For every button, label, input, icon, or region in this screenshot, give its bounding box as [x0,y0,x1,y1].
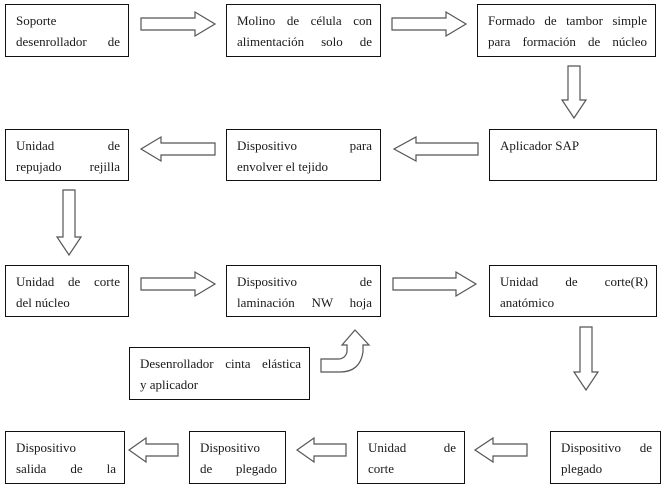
node-corte-anatomico: Unidad de corte(R) anatómico [489,265,657,317]
arrow-left-icon [127,436,179,464]
node-line: Unidad de [368,440,456,455]
arrow-curved-up-icon [320,329,371,373]
node-envolver-tejido: Dispositivo para envolver el tejido [226,129,381,181]
node-cinta-elastica: Desenrollador cinta elástica y aplicador [129,347,310,400]
node-line: Dispositivo [16,440,76,455]
node-line: Unidad de corte(R) [500,274,648,289]
node-line: Dispositivo para [237,138,372,153]
node-unidad-corte: Unidad de corte [357,431,465,484]
node-line: plegado [561,461,603,476]
arrow-left-icon [473,436,528,464]
arrow-right-icon [391,10,468,38]
node-line: Unidad de [16,138,120,153]
node-line: salida de la [16,461,116,476]
arrow-left-icon [392,135,479,163]
node-line: Aplicador SAP [500,138,580,153]
arrow-right-icon [140,270,217,298]
node-soporte-desenrollador: Soporte desenrollador de [5,4,129,57]
node-line: anatómico [500,295,555,310]
node-line: del núcleo [16,295,70,310]
arrow-down-icon [560,65,588,120]
node-laminacion-nw: Dispositivo de laminación NW hoja [226,265,381,317]
node-line: y aplicador [140,377,199,392]
node-aplicador-sap: Aplicador SAP [489,129,657,181]
node-line: Desenrollador cinta elástica [140,356,301,371]
arrow-left-icon [295,436,347,464]
node-line: Molino de célula con [237,13,372,28]
node-line: Dispositivo de [237,274,372,289]
node-salida: Dispositivo salida de la [5,431,125,484]
node-line: Soporte [16,13,57,28]
node-line: de plegado [200,461,277,476]
node-line: alimentación solo de [237,34,372,49]
arrow-down-icon [55,189,83,257]
node-line: corte [368,461,394,476]
node-line: Dispositivo [200,440,260,455]
node-molino-celula: Molino de célula con alimentación solo d… [226,4,381,57]
arrow-down-icon [572,326,600,392]
node-line: repujado rejilla [16,159,120,174]
node-plegado-final: Dispositivo de plegado [550,431,661,484]
node-corte-nucleo: Unidad de corte del núcleo [5,265,129,317]
node-repujado-rejilla: Unidad de repujado rejilla [5,129,129,181]
node-line: envolver el tejido [237,159,328,174]
node-line: desenrollador de [16,34,120,49]
node-line: Dispositivo de [561,440,652,455]
node-line: laminación NW hoja [237,295,372,310]
node-line: Unidad de corte [16,274,120,289]
node-dispositivo-plegado: Dispositivo de plegado [189,431,286,484]
arrow-right-icon [140,10,217,38]
node-line: Formado de tambor simple [488,13,647,28]
node-line: para formación de núcleo [488,34,647,49]
arrow-right-icon [392,270,478,298]
node-formado-tambor: Formado de tambor simple para formación … [477,4,656,57]
arrow-left-icon [139,135,216,163]
